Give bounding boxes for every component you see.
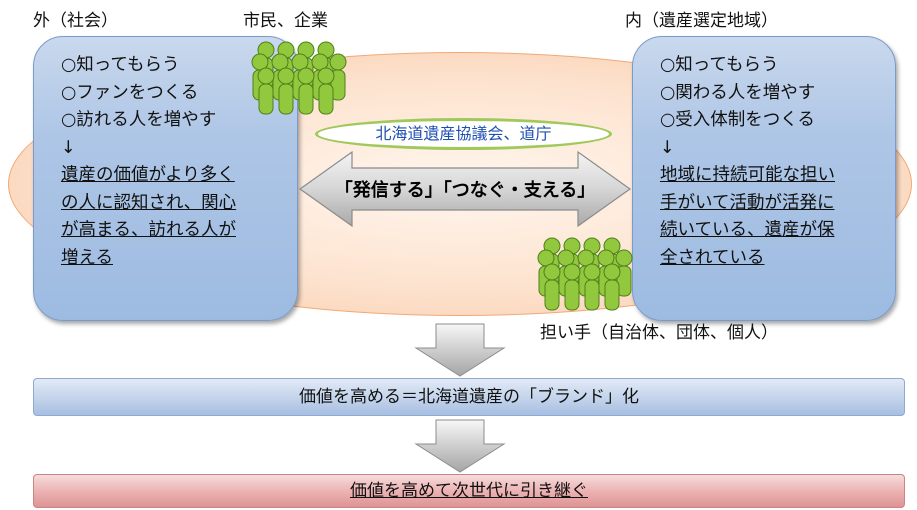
person-figure xyxy=(317,67,335,115)
left-goal-line-1: 遺産の価値がより多く xyxy=(61,165,235,185)
right-arrow-down: ↓ xyxy=(660,137,675,158)
right-goal-line-3: 続いている、遺産が保 xyxy=(660,220,835,240)
person-figure xyxy=(603,263,621,311)
right-panel-text: ○知ってもらう ○関わる人を増やす ○受入体制をつくる ↓ 地域に持続可能な担い… xyxy=(660,52,835,272)
bearers-label: 担い手（自治体、団体、個人） xyxy=(540,323,778,343)
left-panel-text: ○知ってもらう ○ファンをつくる ○訪れる人を増やす ↓ 遺産の価値がより多く … xyxy=(61,52,236,272)
arrow-label: 「発信する」「つなぐ・支える」 xyxy=(334,180,596,201)
person-figure xyxy=(543,263,561,311)
right-item-1: ○知ってもらう xyxy=(660,55,779,75)
right-item-3: ○受入体制をつくる xyxy=(660,110,815,130)
council-label: 北海道遺産協議会、道庁 xyxy=(315,118,612,150)
brand-value-bar: 価値を高める＝北海道遺産の「ブランド」化 xyxy=(33,378,905,416)
next-generation-bar: 価値を高めて次世代に引き継ぐ xyxy=(33,474,905,508)
left-item-2: ○ファンをつくる xyxy=(61,82,199,103)
left-goal-line-2: の人に認知され、関心 xyxy=(61,192,237,213)
right-item-2: ○関わる人を増やす xyxy=(660,82,816,103)
left-goal-line-4: 増える xyxy=(61,247,113,268)
left-item-3: ○訪れる人を増やす xyxy=(61,110,217,130)
right-goal-line-2: 手がいて活動が活発に xyxy=(660,192,835,213)
person-figure xyxy=(297,67,315,115)
right-goal-line-1: 地域に持続可能な担い xyxy=(660,165,835,185)
person-figure xyxy=(257,67,275,115)
down-arrow-1 xyxy=(414,323,506,377)
next-generation-label: 価値を高めて次世代に引き継ぐ xyxy=(350,481,588,501)
double-arrow xyxy=(298,150,632,228)
person-figure xyxy=(583,263,601,311)
inner-label: 内（遺産選定地域） xyxy=(625,11,778,31)
citizens-label: 市民、企業 xyxy=(243,11,328,31)
right-goal-line-4: 全されている xyxy=(660,247,765,268)
outer-label: 外（社会） xyxy=(33,11,118,31)
left-arrow-down: ↓ xyxy=(61,137,76,158)
person-figure xyxy=(563,263,581,311)
citizens-people-icon xyxy=(251,41,347,115)
bearers-people-icon xyxy=(537,237,633,311)
down-arrow-2 xyxy=(414,419,506,473)
person-figure xyxy=(277,67,295,115)
right-panel xyxy=(632,36,896,321)
left-item-1: ○知ってもらう xyxy=(61,55,180,75)
left-goal-line-3: が高まる、訪れる人が xyxy=(61,220,236,240)
